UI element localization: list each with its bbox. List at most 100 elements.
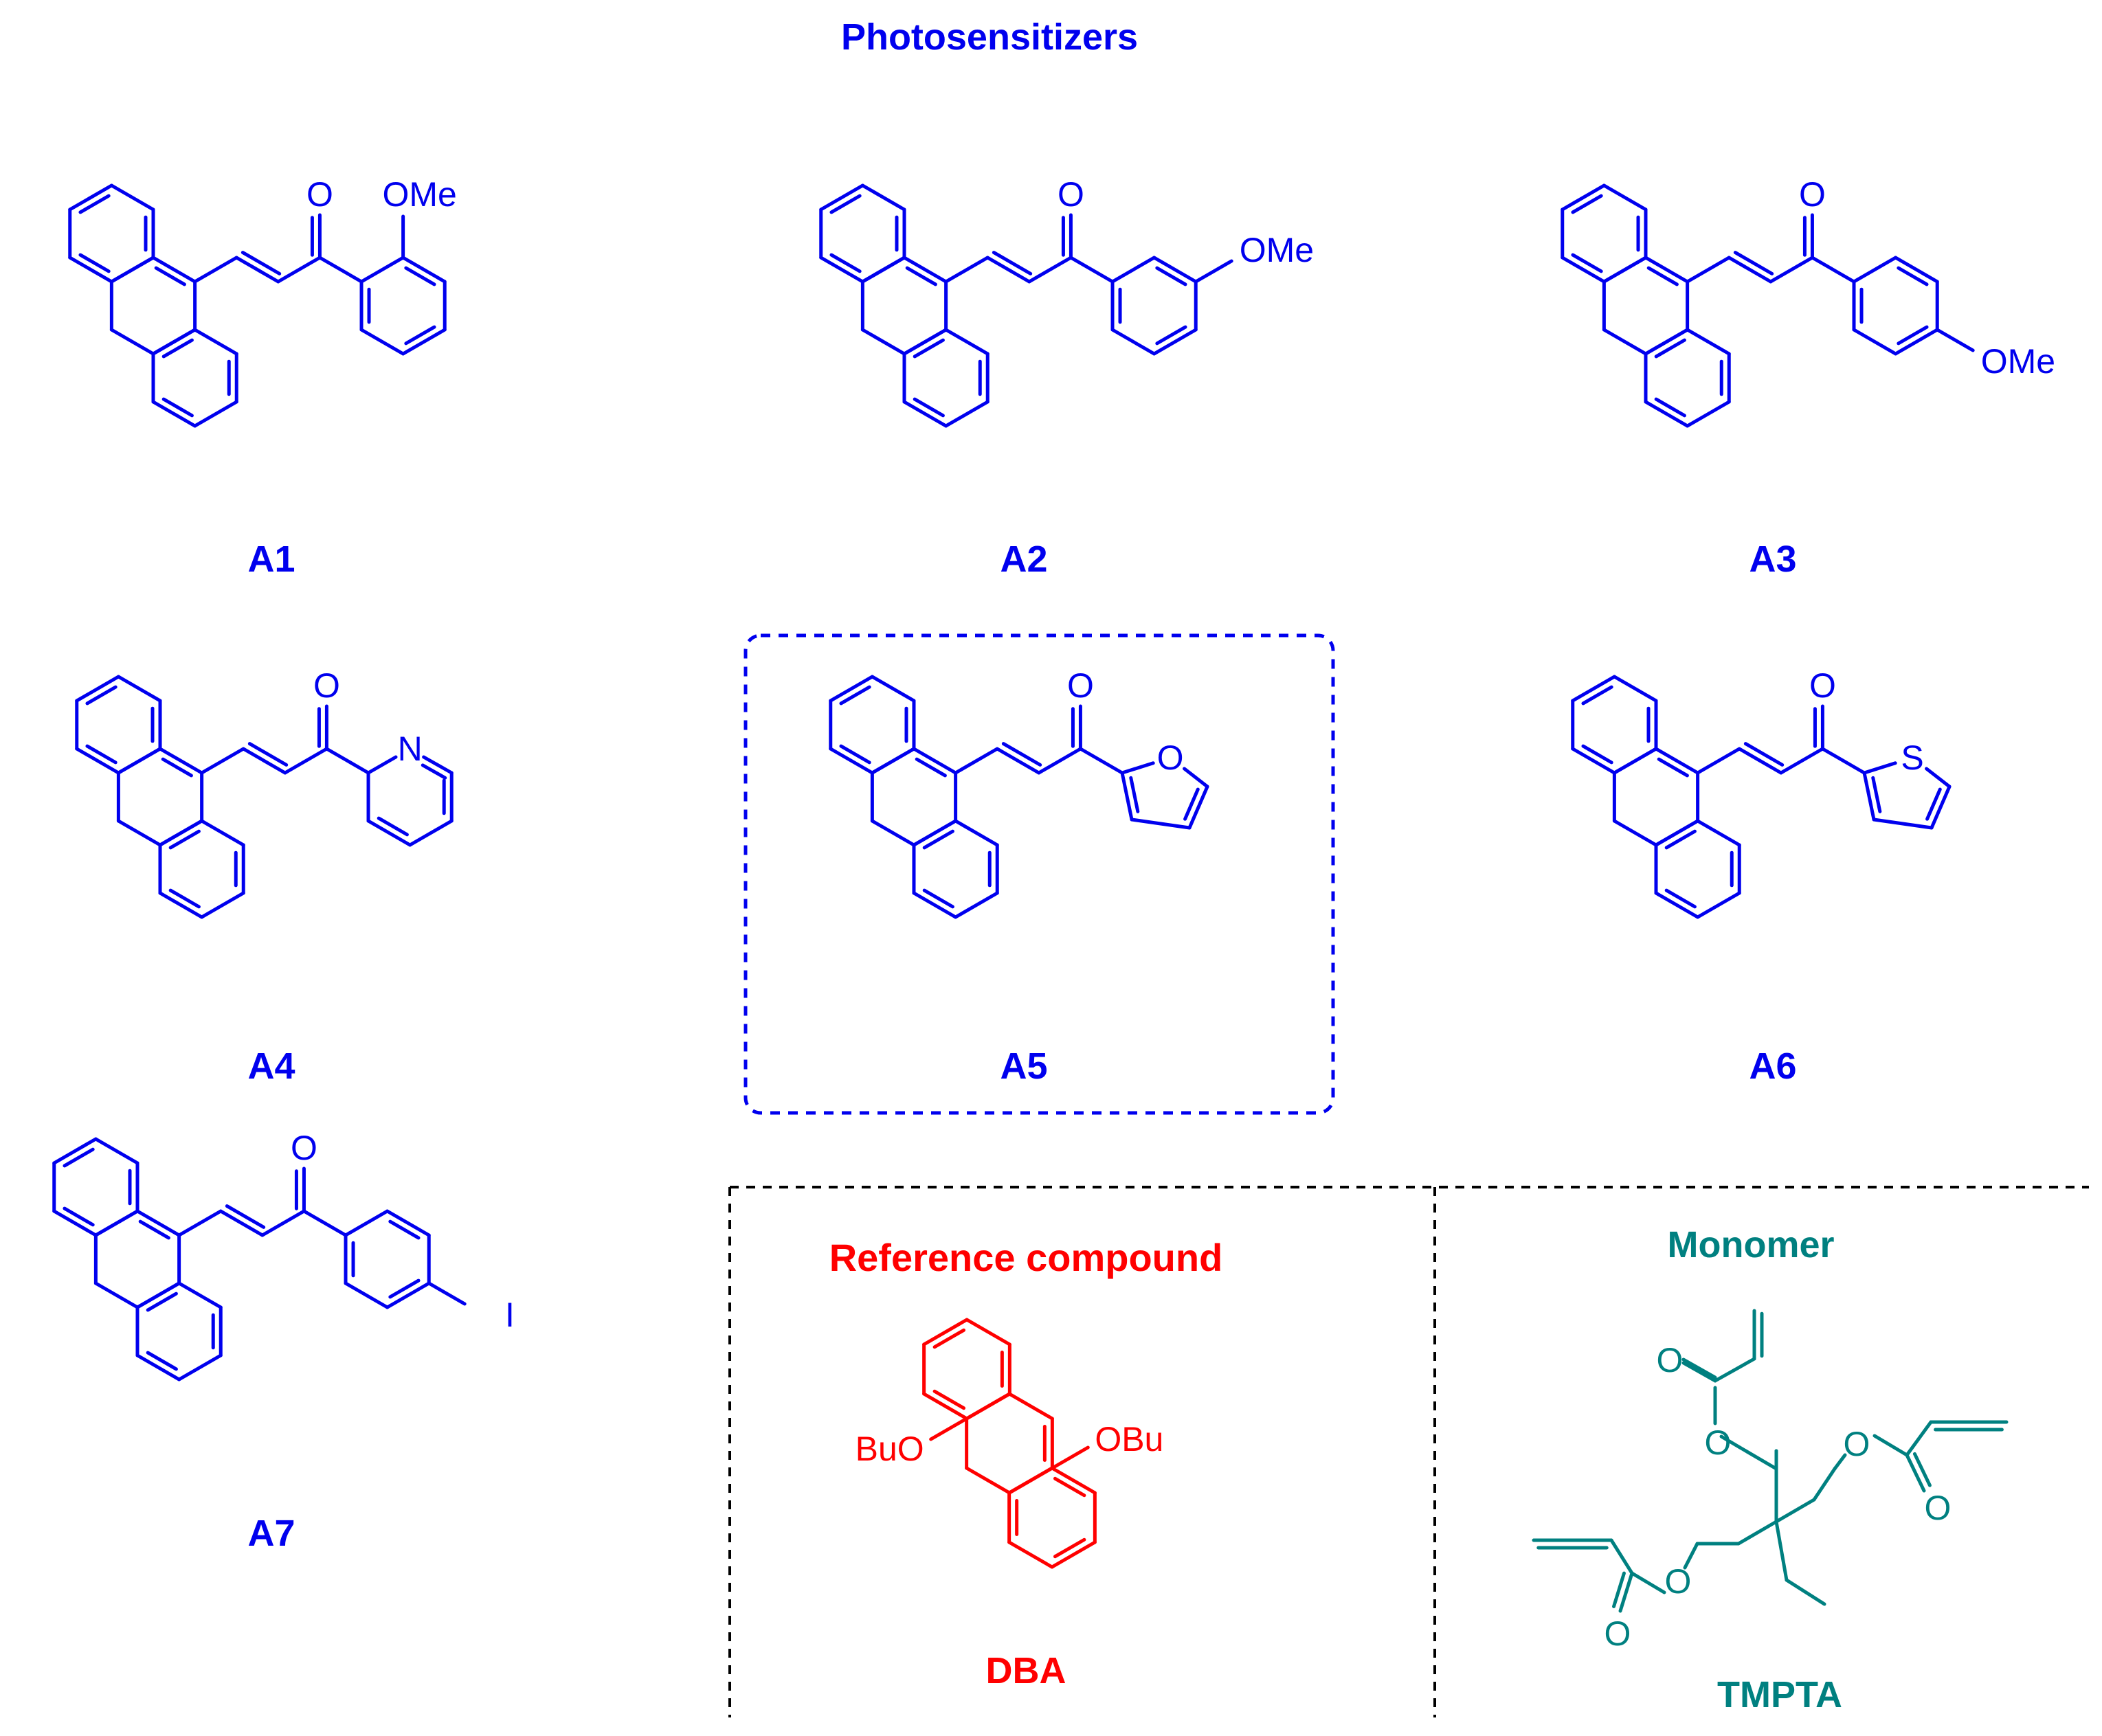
double-bond-line (1612, 1571, 1626, 1608)
anthracene-bond (177, 1281, 223, 1309)
double-bond-line (146, 1292, 178, 1312)
vinyl-bond (1769, 256, 1814, 284)
phenyl-bond (344, 1281, 390, 1309)
double-bond-line (932, 1389, 966, 1410)
thiophene-bond (1862, 761, 1897, 775)
double-bond-line (85, 744, 118, 765)
vinyl-bond (1713, 1357, 1756, 1383)
vinyl-bond (200, 747, 245, 775)
double-bond-line (1654, 338, 1686, 359)
phenyl-bond (1110, 328, 1156, 356)
anthracene-bond (1602, 256, 1648, 284)
alkyl-bond (1683, 1542, 1699, 1570)
anthracene-bond (1050, 1466, 1097, 1495)
alkyl-bond (1774, 1498, 1816, 1524)
substituent-bond (1935, 328, 1975, 352)
pyridine-bond (366, 755, 398, 775)
pyridine-bond (408, 819, 454, 847)
double-bond-line (1001, 742, 1042, 767)
substituent-buo: BuO (856, 1430, 924, 1468)
double-bond-line (1664, 888, 1697, 909)
anthracene-bond (200, 819, 245, 847)
double-bond-line (829, 253, 862, 273)
double-bond-line (388, 1278, 421, 1299)
phenyl-bond (1894, 328, 1939, 356)
ethyl-bond (1774, 1520, 1789, 1582)
double-bond-line (78, 194, 111, 214)
phenyl-bond (401, 328, 447, 356)
double-bond-line (421, 763, 447, 780)
phenyl-bond (1894, 256, 1939, 284)
anthracene-bond (912, 891, 958, 919)
anthracene-bond (1686, 400, 1731, 428)
vinyl-bond (985, 256, 1031, 284)
furan-bond (1187, 785, 1209, 830)
ester-bond (1630, 1571, 1666, 1594)
anthracene-bond (68, 256, 113, 284)
anthracene-bond (860, 328, 906, 356)
ester-oxygen: O (1844, 1425, 1870, 1463)
label-tmpta: TMPTA (1717, 1674, 1842, 1715)
anthracene-bond (151, 256, 197, 284)
ester-oxygen: O (1705, 1423, 1732, 1462)
substituent-obu: OBu (1095, 1420, 1163, 1458)
double-bond-line (1912, 1452, 1932, 1487)
anthracene-bond (135, 1353, 181, 1382)
double-bond-line (247, 742, 289, 767)
vinyl-bond (954, 747, 999, 775)
anthracene-bond (1696, 819, 1741, 847)
ether-bond (929, 1417, 969, 1441)
furan-heteroatom: O (1157, 739, 1184, 777)
anthracene-bond (860, 256, 906, 284)
carbonyl-oxygen: O (306, 175, 333, 214)
anthracene-bond (944, 328, 989, 356)
anthracene-bond (965, 1466, 1011, 1495)
carbonyl-oxygen: O (1605, 1614, 1631, 1653)
vinyl-bond (219, 1209, 265, 1237)
anthracene-bond (1612, 675, 1658, 703)
anthracene-bond (1654, 747, 1700, 775)
furan-bond (1120, 761, 1155, 775)
double-bond-line (1571, 194, 1603, 214)
anthracene-bond (109, 328, 155, 356)
thiophene-bond (1872, 818, 1934, 830)
vinyl-bond (1686, 256, 1731, 284)
anthracene-bond (93, 1137, 139, 1165)
double-bond-line (63, 1206, 95, 1227)
anthracene-bond (68, 183, 113, 212)
carbonyl-oxygen: O (291, 1129, 317, 1167)
label-a7: A7 (247, 1513, 295, 1554)
anthracene-bond (870, 675, 916, 703)
carbonyl-bond (1905, 1453, 1926, 1493)
molecule-a4: ON (75, 666, 454, 919)
anthracene-bond (93, 1209, 139, 1237)
thiophene-heteroatom: S (1901, 739, 1923, 777)
double-bond-line (388, 1219, 421, 1240)
anthracene-bond (1612, 819, 1658, 847)
anthracene-bond (860, 183, 906, 212)
anthracene-bond (922, 1392, 969, 1421)
vinyl-bond (177, 1209, 223, 1237)
ester-oxygen: O (1665, 1562, 1692, 1601)
anthracene-bond (1644, 400, 1690, 428)
phenyl-bond (1110, 256, 1156, 284)
double-bond-line (63, 1147, 95, 1168)
substituent-ome: OMe (382, 175, 456, 214)
anthracene-bond (1007, 1540, 1054, 1569)
vinyl-bond (193, 256, 238, 284)
vinyl-bond (1905, 1420, 1933, 1457)
carbonyl-bond (1618, 1571, 1634, 1613)
phenyl-bond (385, 1281, 431, 1309)
substituent-ome: OMe (1240, 231, 1314, 269)
molecule-a7: OI (52, 1129, 515, 1382)
anthracene-bond (1602, 328, 1648, 356)
anthracene-bond (829, 675, 874, 703)
anthracene-bond (116, 747, 162, 775)
ester-bond (1681, 1361, 1717, 1383)
double-bond-line (78, 253, 111, 273)
molecule-a6: OS (1571, 666, 1952, 919)
double-bond-line (1581, 744, 1613, 765)
anthracene-bond (200, 891, 245, 919)
substituent-bond (1194, 259, 1233, 284)
